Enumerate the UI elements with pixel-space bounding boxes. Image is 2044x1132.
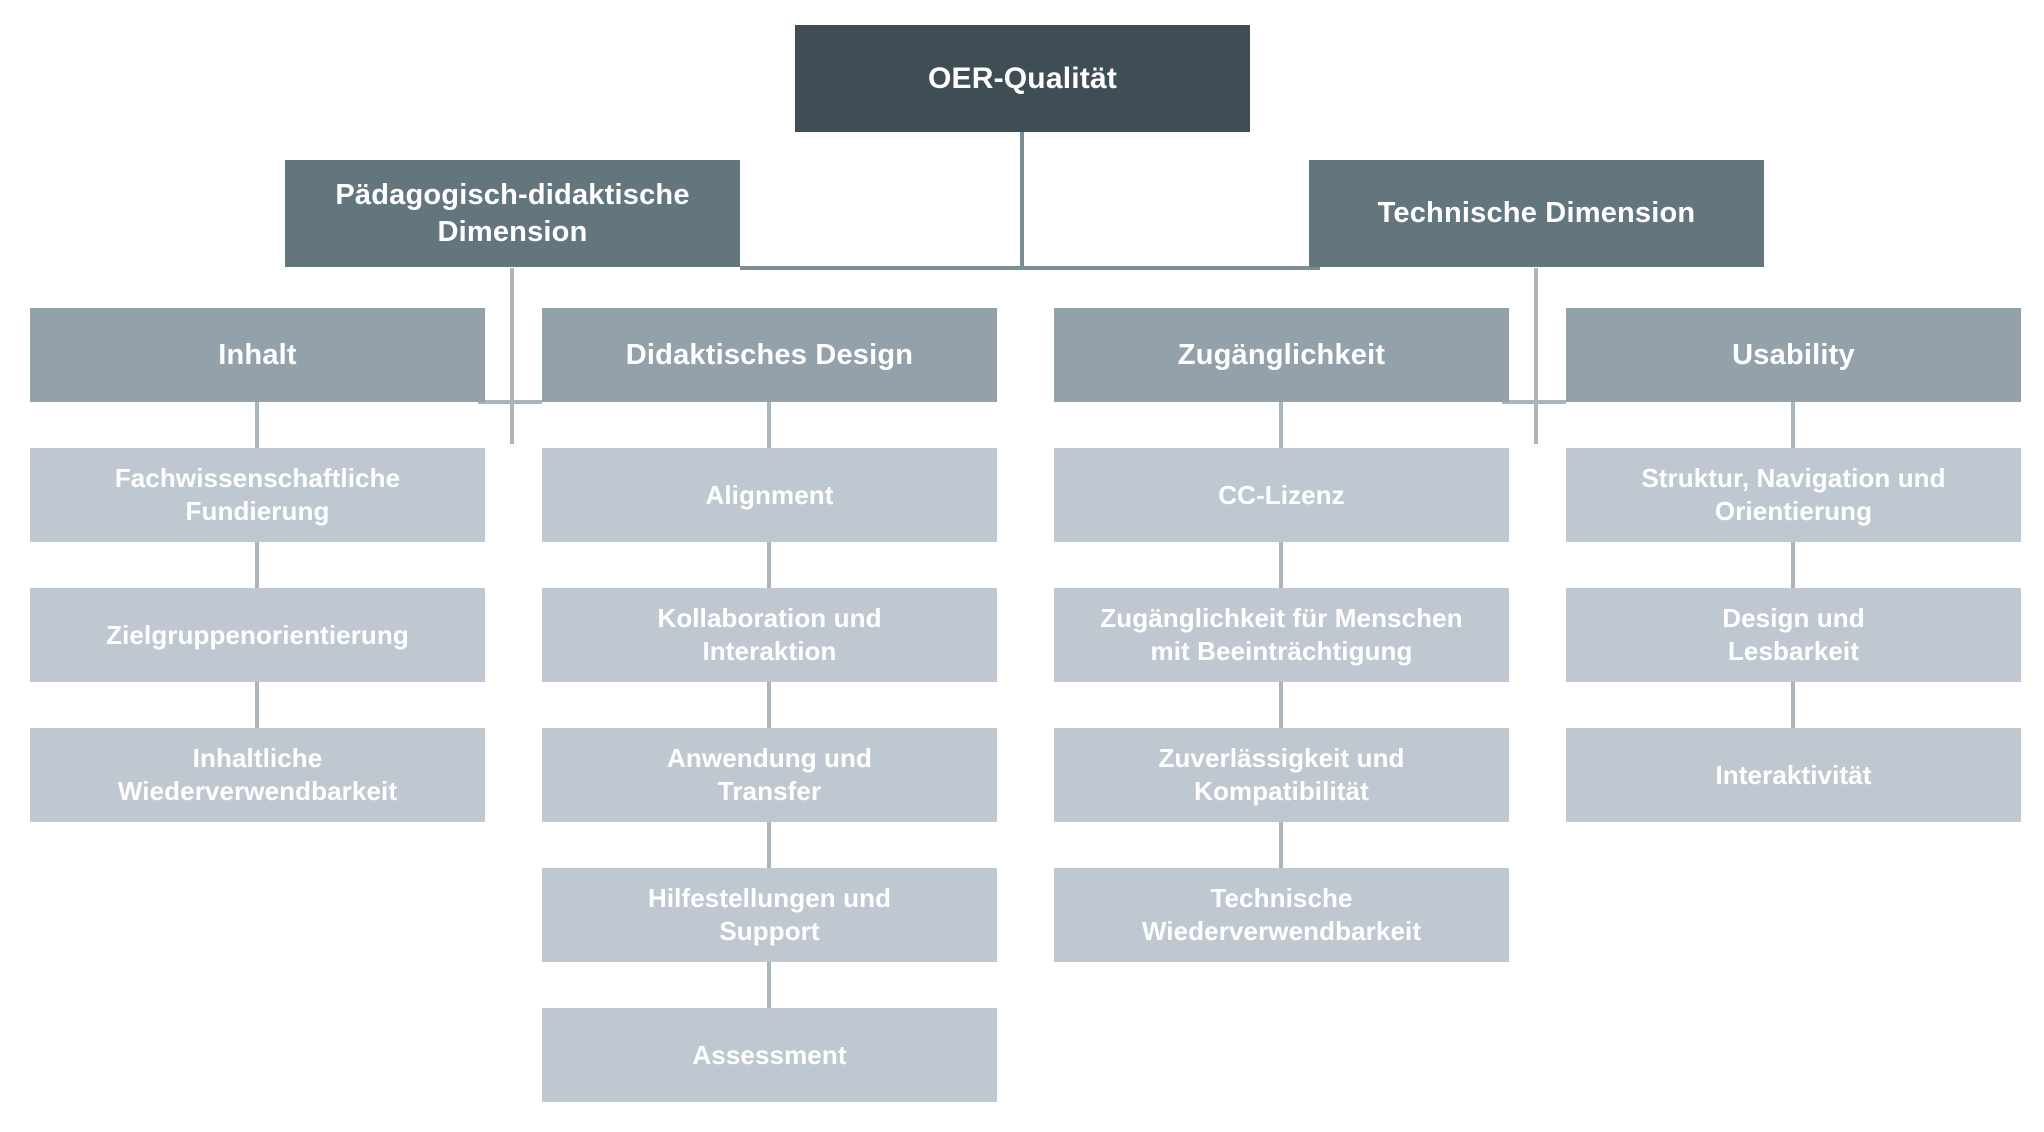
leaf-zielgruppenorientierung[interactable]: Zielgruppenorientierung xyxy=(30,588,485,682)
leaf-label: CC-Lizenz xyxy=(1218,479,1345,510)
connector-root-stem xyxy=(1020,132,1024,270)
leaf-label: Alignment xyxy=(705,479,834,510)
leaf-label: Zielgruppenorientierung xyxy=(106,619,409,650)
connector-cat-pair-right xyxy=(1502,400,1566,404)
leaf-technische-wiederverwendbarkeit[interactable]: Technische Wiederverwendbarkeit xyxy=(1054,868,1509,962)
node-dimension-label: Technische Dimension xyxy=(1377,197,1696,230)
leaf-label: Assessment xyxy=(692,1039,847,1070)
leaf-label: Interaktivität xyxy=(1715,759,1872,790)
leaf-label: Kollaboration und Interaktion xyxy=(657,603,882,666)
leaf-fachwissenschaftliche-fundierung[interactable]: Fachwissenschaftliche Fundierung xyxy=(30,448,485,542)
node-category-didaktisches-design[interactable]: Didaktisches Design xyxy=(542,308,997,402)
connector-level2-bus xyxy=(740,266,1320,270)
node-category-label: Zugänglichkeit xyxy=(1177,338,1386,371)
leaf-inhaltliche-wiederverwendbarkeit[interactable]: Inhaltliche Wiederverwendbarkeit xyxy=(30,728,485,822)
node-category-zugaenglichkeit[interactable]: Zugänglichkeit xyxy=(1054,308,1509,402)
leaf-anwendung-und-transfer[interactable]: Anwendung und Transfer xyxy=(542,728,997,822)
leaf-label: Inhaltliche Wiederverwendbarkeit xyxy=(117,743,398,806)
leaf-cc-lizenz[interactable]: CC-Lizenz xyxy=(1054,448,1509,542)
node-category-label: Inhalt xyxy=(218,338,297,371)
node-dimension-label: Pädagogisch-didaktische Dimension xyxy=(335,178,690,248)
node-dimension-paedagogisch-didaktisch[interactable]: Pädagogisch-didaktische Dimension xyxy=(285,160,740,267)
leaf-label: Technische Wiederverwendbarkeit xyxy=(1141,883,1422,946)
leaf-hilfestellungen-und-support[interactable]: Hilfestellungen und Support xyxy=(542,868,997,962)
node-category-inhalt[interactable]: Inhalt xyxy=(30,308,485,402)
connector-cat-pair-left xyxy=(478,400,542,404)
node-root-label: OER-Qualität xyxy=(927,61,1118,95)
connector-dim1-stem xyxy=(510,268,514,444)
leaf-interaktivitaet[interactable]: Interaktivität xyxy=(1566,728,2021,822)
node-category-label: Didaktisches Design xyxy=(625,338,914,371)
leaf-design-und-lesbarkeit[interactable]: Design und Lesbarkeit xyxy=(1566,588,2021,682)
leaf-label: Design und Lesbarkeit xyxy=(1722,603,1865,666)
node-category-label: Usability xyxy=(1732,338,1855,371)
node-root-oer-qualitaet[interactable]: OER-Qualität xyxy=(795,25,1250,132)
leaf-zugaenglichkeit-fuer-menschen-mit-beeintraechtigung[interactable]: Zugänglichkeit für Menschen mit Beeinträ… xyxy=(1054,588,1509,682)
node-category-usability[interactable]: Usability xyxy=(1566,308,2021,402)
leaf-assessment[interactable]: Assessment xyxy=(542,1008,997,1102)
leaf-label: Zugänglichkeit für Menschen mit Beeinträ… xyxy=(1100,603,1463,666)
leaf-label: Zuverlässigkeit und Kompatibilität xyxy=(1158,743,1405,806)
leaf-label: Struktur, Navigation und Orientierung xyxy=(1641,463,1946,526)
leaf-label: Hilfestellungen und Support xyxy=(647,883,892,946)
node-dimension-technisch[interactable]: Technische Dimension xyxy=(1309,160,1764,267)
leaf-label: Anwendung und Transfer xyxy=(667,743,872,806)
connector-dim2-stem xyxy=(1534,268,1538,444)
leaf-zuverlaessigkeit-und-kompatibilitaet[interactable]: Zuverlässigkeit und Kompatibilität xyxy=(1054,728,1509,822)
leaf-kollaboration-und-interaktion[interactable]: Kollaboration und Interaktion xyxy=(542,588,997,682)
leaf-struktur-navigation-und-orientierung[interactable]: Struktur, Navigation und Orientierung xyxy=(1566,448,2021,542)
leaf-label: Fachwissenschaftliche Fundierung xyxy=(114,463,401,526)
leaf-alignment[interactable]: Alignment xyxy=(542,448,997,542)
